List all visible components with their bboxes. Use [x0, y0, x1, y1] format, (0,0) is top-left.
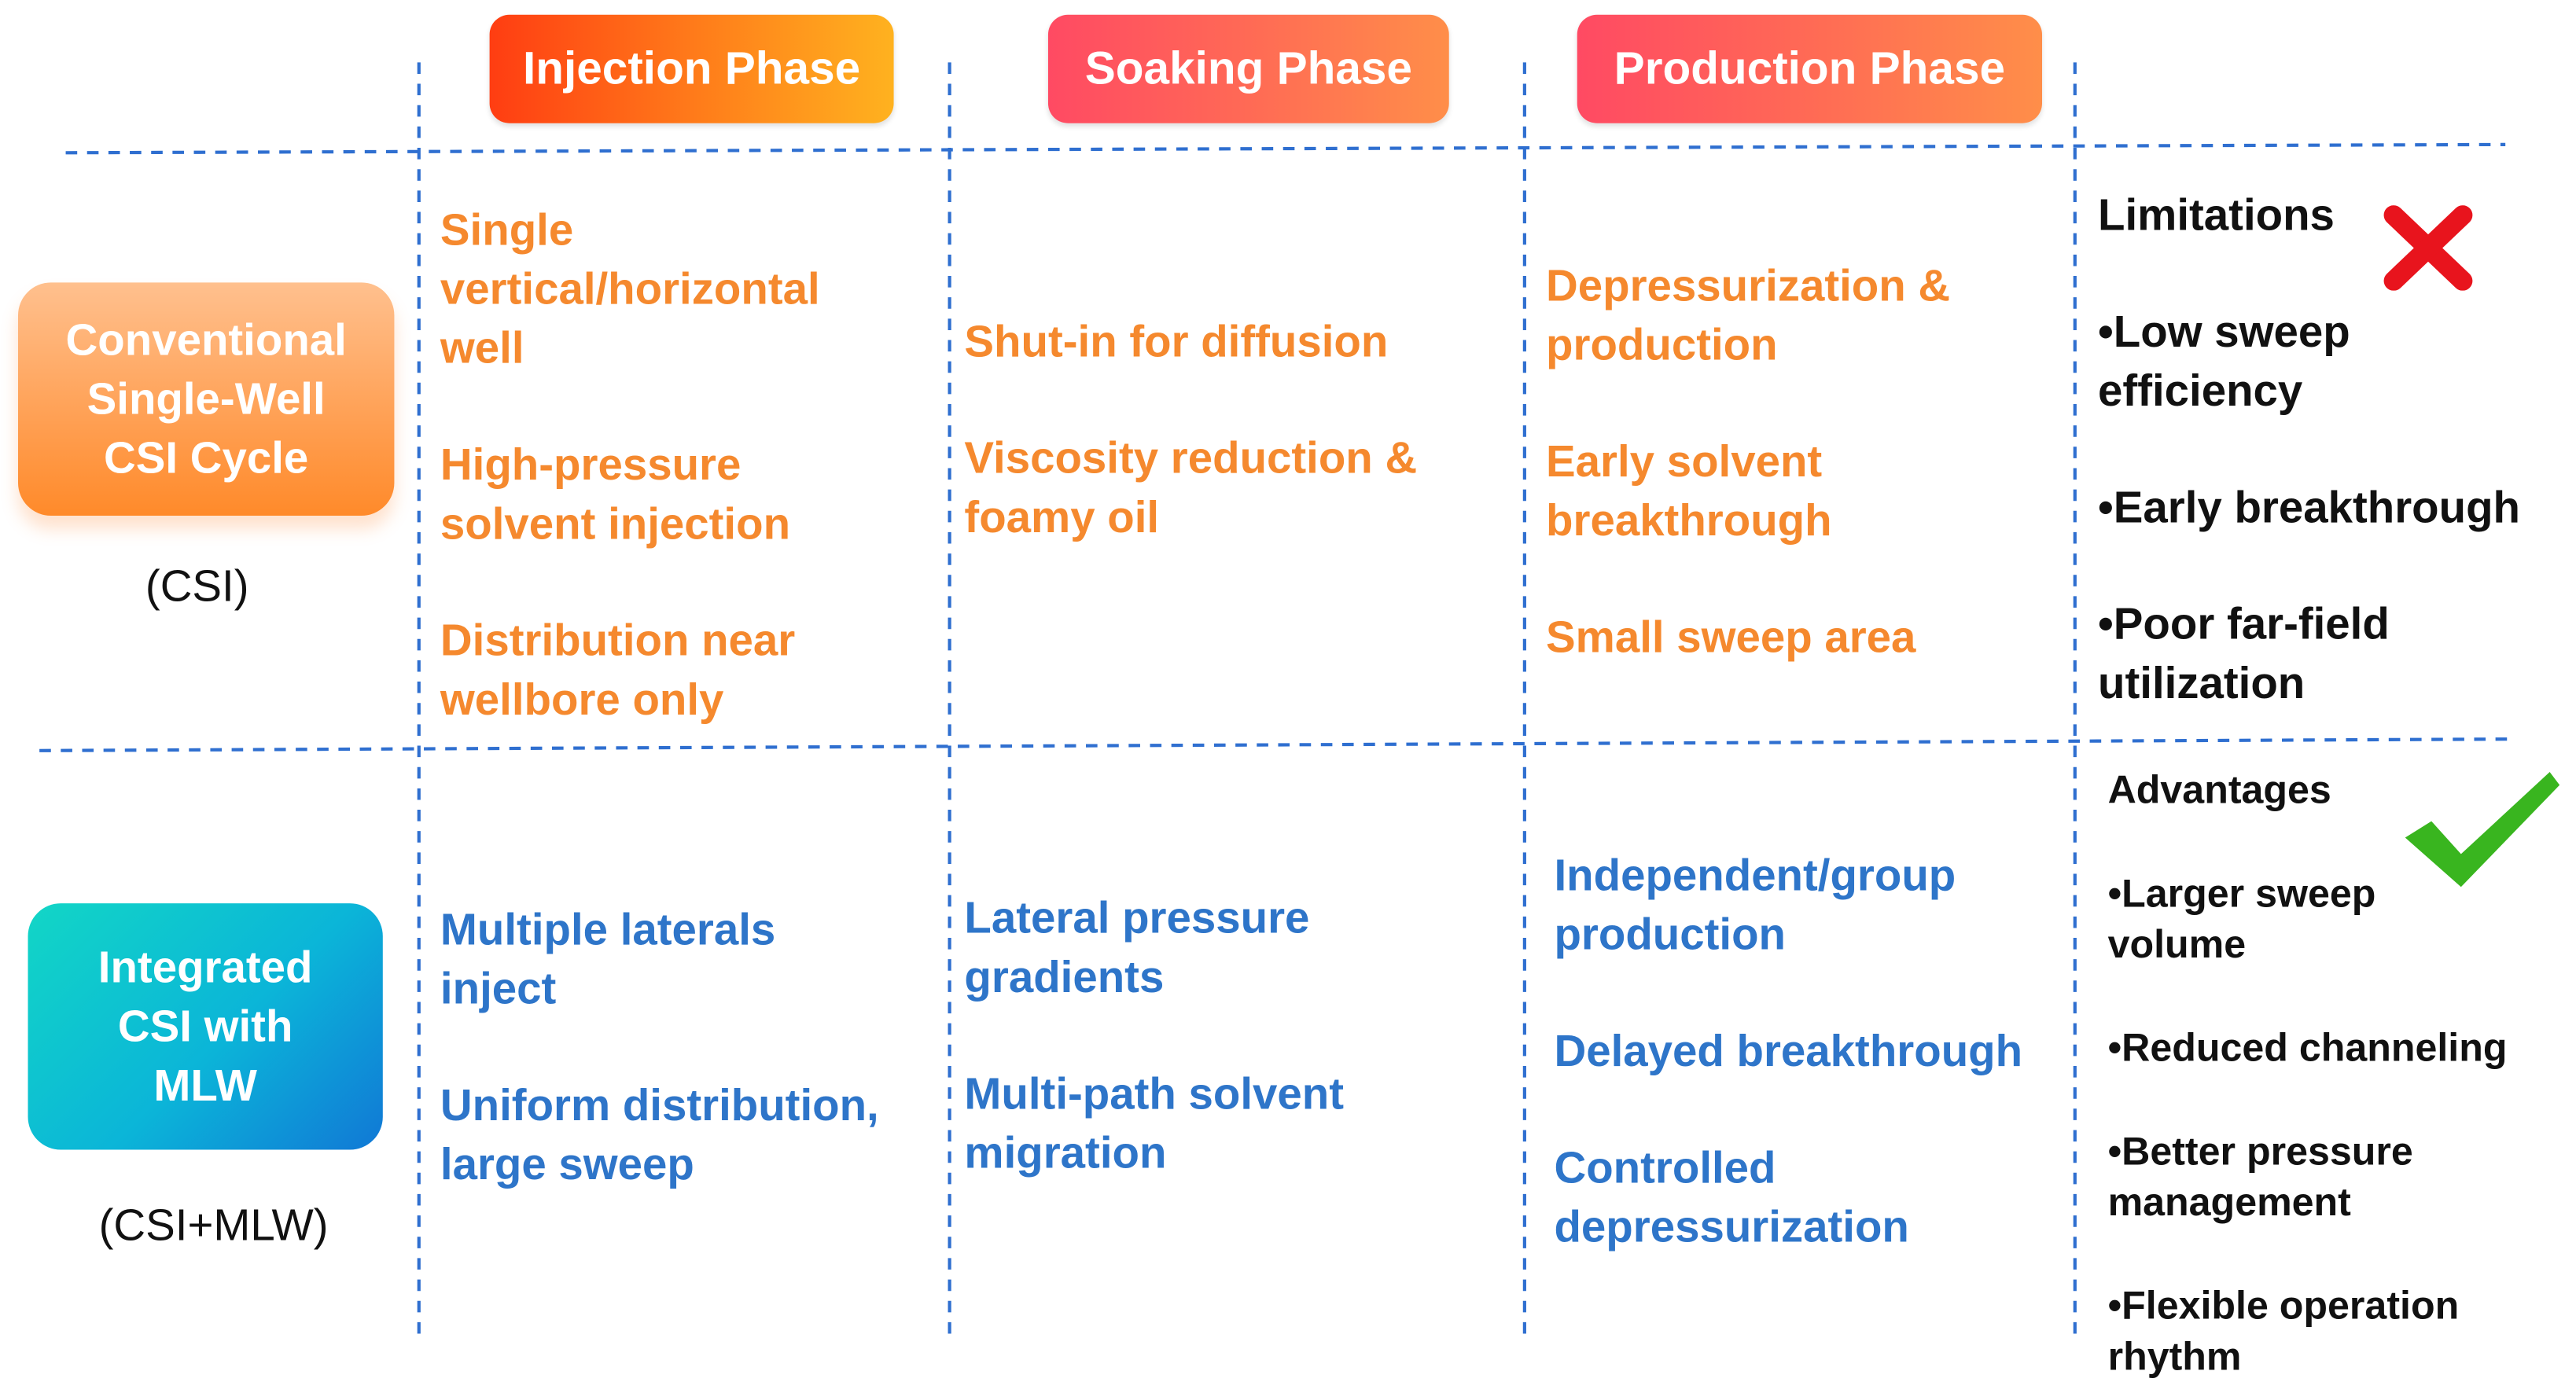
cell-text: Lateral pressure: [964, 893, 1310, 943]
list-item: Controlled depressurization: [1554, 1138, 2066, 1256]
cell-text: Multi-path solvent: [964, 1069, 1345, 1119]
list-item: Distribution near wellbore only: [440, 611, 941, 729]
cell-text: Uniform distribution,: [440, 1080, 879, 1130]
cell-text: depressurization: [1554, 1202, 1909, 1252]
row-label-line: Conventional: [65, 315, 347, 365]
list-item: Early solvent breakthrough: [1546, 432, 2068, 549]
list-item: •Flexible operation rhythm: [2108, 1281, 2568, 1384]
conventional-csi-row-label: Conventional Single-Well CSI Cycle: [17, 282, 395, 516]
list-item: Shut-in for diffusion: [964, 312, 1514, 371]
cell-text: Independent/group: [1554, 851, 1956, 900]
summary-text: •Poor far-field: [2098, 599, 2390, 649]
cell-text: Depressurization &: [1546, 261, 1951, 311]
integrated-csi-mlw-row-label: Integrated CSI with MLW: [28, 903, 383, 1150]
cross-icon: [2383, 205, 2473, 291]
row-label-line: CSI Cycle: [104, 433, 309, 483]
soaking-phase-label: Soaking Phase: [1084, 42, 1412, 94]
row-label-line: Integrated: [98, 943, 313, 992]
cell-text: production: [1554, 910, 1787, 960]
cell-text: Viscosity reduction &: [964, 433, 1418, 483]
summary-text: •Early breakthrough: [2098, 483, 2521, 532]
cell-text: Distribution near: [440, 616, 796, 666]
list-item: High-pressure solvent injection: [440, 436, 941, 553]
cell-text: Early solvent: [1546, 436, 1823, 487]
list-item: Depressurization & production: [1546, 256, 2068, 374]
cell-text: breakthrough: [1546, 495, 1832, 546]
cell-text: wellbore only: [440, 674, 724, 725]
summary-text: •Better pressure: [2107, 1130, 2413, 1174]
list-item: Small sweep area: [1546, 608, 2068, 667]
summary-text: efficiency: [2098, 366, 2303, 416]
list-item: •Better pressure management: [2108, 1127, 2568, 1229]
list-item: Independent/group production: [1554, 846, 2066, 964]
grid-line-top: [65, 142, 2506, 155]
list-item: Uniform distribution, large sweep: [440, 1075, 941, 1193]
cell-text: Controlled: [1554, 1143, 1776, 1193]
cell-text: inject: [440, 964, 557, 1014]
limitations-title: Limitations: [2098, 190, 2335, 241]
list-item: Single vertical/horizontal well: [440, 200, 941, 378]
summary-text: management: [2107, 1181, 2351, 1226]
csi-mlw-abbreviation: (CSI+MLW): [98, 1200, 329, 1250]
cell-text: foamy oil: [964, 492, 1160, 542]
list-item: Multi-path solvent migration: [964, 1064, 1514, 1182]
cell-text: Multiple laterals: [440, 905, 776, 954]
grid-line-middle: [39, 737, 2509, 752]
list-item: Lateral pressure gradients: [964, 888, 1514, 1006]
cell-text: Small sweep area: [1546, 612, 1916, 662]
summary-text: •Flexible operation: [2107, 1284, 2460, 1329]
csi-abbreviation: (CSI): [145, 561, 249, 612]
cell-text: Delayed breakthrough: [1554, 1026, 2023, 1076]
cell-text: vertical/horizontal: [440, 264, 820, 314]
list-item: •Reduced channeling: [2108, 1024, 2568, 1075]
production-phase-header: Production Phase: [1577, 14, 2042, 123]
conventional-injection-cell: Single vertical/horizontal well High-pre…: [440, 200, 941, 730]
summary-text: utilization: [2098, 658, 2306, 708]
list-item: •Low sweep efficiency: [2098, 302, 2566, 420]
cell-text: solvent injection: [440, 499, 791, 549]
cell-text: gradients: [964, 952, 1165, 1002]
injection-phase-label: Injection Phase: [523, 42, 861, 94]
row-label-line: MLW: [153, 1060, 257, 1111]
list-item: •Poor far-field utilization: [2098, 594, 2566, 712]
soaking-phase-header: Soaking Phase: [1047, 14, 1449, 123]
cell-text: large sweep: [440, 1139, 694, 1189]
summary-text: •Low sweep: [2098, 307, 2350, 357]
list-item: •Larger sweep volume: [2108, 869, 2568, 971]
cell-text: Single: [440, 205, 574, 255]
conventional-production-cell: Depressurization & production Early solv…: [1546, 256, 2068, 667]
injection-phase-header: Injection Phase: [489, 14, 894, 123]
summary-text: •Reduced channeling: [2107, 1026, 2508, 1071]
conventional-soaking-cell: Shut-in for diffusion Viscosity reductio…: [964, 312, 1514, 547]
list-item: Viscosity reduction & foamy oil: [964, 428, 1514, 546]
cell-text: migration: [964, 1128, 1167, 1178]
summary-text: •Larger sweep: [2107, 872, 2376, 917]
summary-text: volume: [2107, 923, 2247, 968]
integrated-production-cell: Independent/group production Delayed bre…: [1554, 846, 2066, 1256]
summary-text: rhythm: [2107, 1335, 2242, 1380]
advantages-panel: Advantages •Larger sweep volume •Reduced…: [2108, 766, 2568, 1384]
limitations-panel: Limitations •Low sweep efficiency •Early…: [2098, 186, 2566, 713]
list-item: Delayed breakthrough: [1554, 1022, 2066, 1081]
cell-text: High-pressure: [440, 439, 742, 490]
check-icon: [2405, 771, 2560, 888]
integrated-injection-cell: Multiple laterals inject Uniform distrib…: [440, 900, 941, 1194]
cell-text: production: [1546, 320, 1778, 370]
advantages-title: Advantages: [2107, 768, 2331, 814]
integrated-soaking-cell: Lateral pressure gradients Multi-path so…: [964, 888, 1514, 1182]
cell-text: Shut-in for diffusion: [964, 317, 1389, 366]
row-label-line: Single-Well: [86, 374, 326, 425]
cell-text: well: [440, 323, 524, 373]
production-phase-label: Production Phase: [1614, 42, 2006, 94]
list-item: Multiple laterals inject: [440, 900, 941, 1018]
row-label-line: CSI with: [117, 1002, 293, 1052]
list-item: •Early breakthrough: [2098, 478, 2566, 537]
